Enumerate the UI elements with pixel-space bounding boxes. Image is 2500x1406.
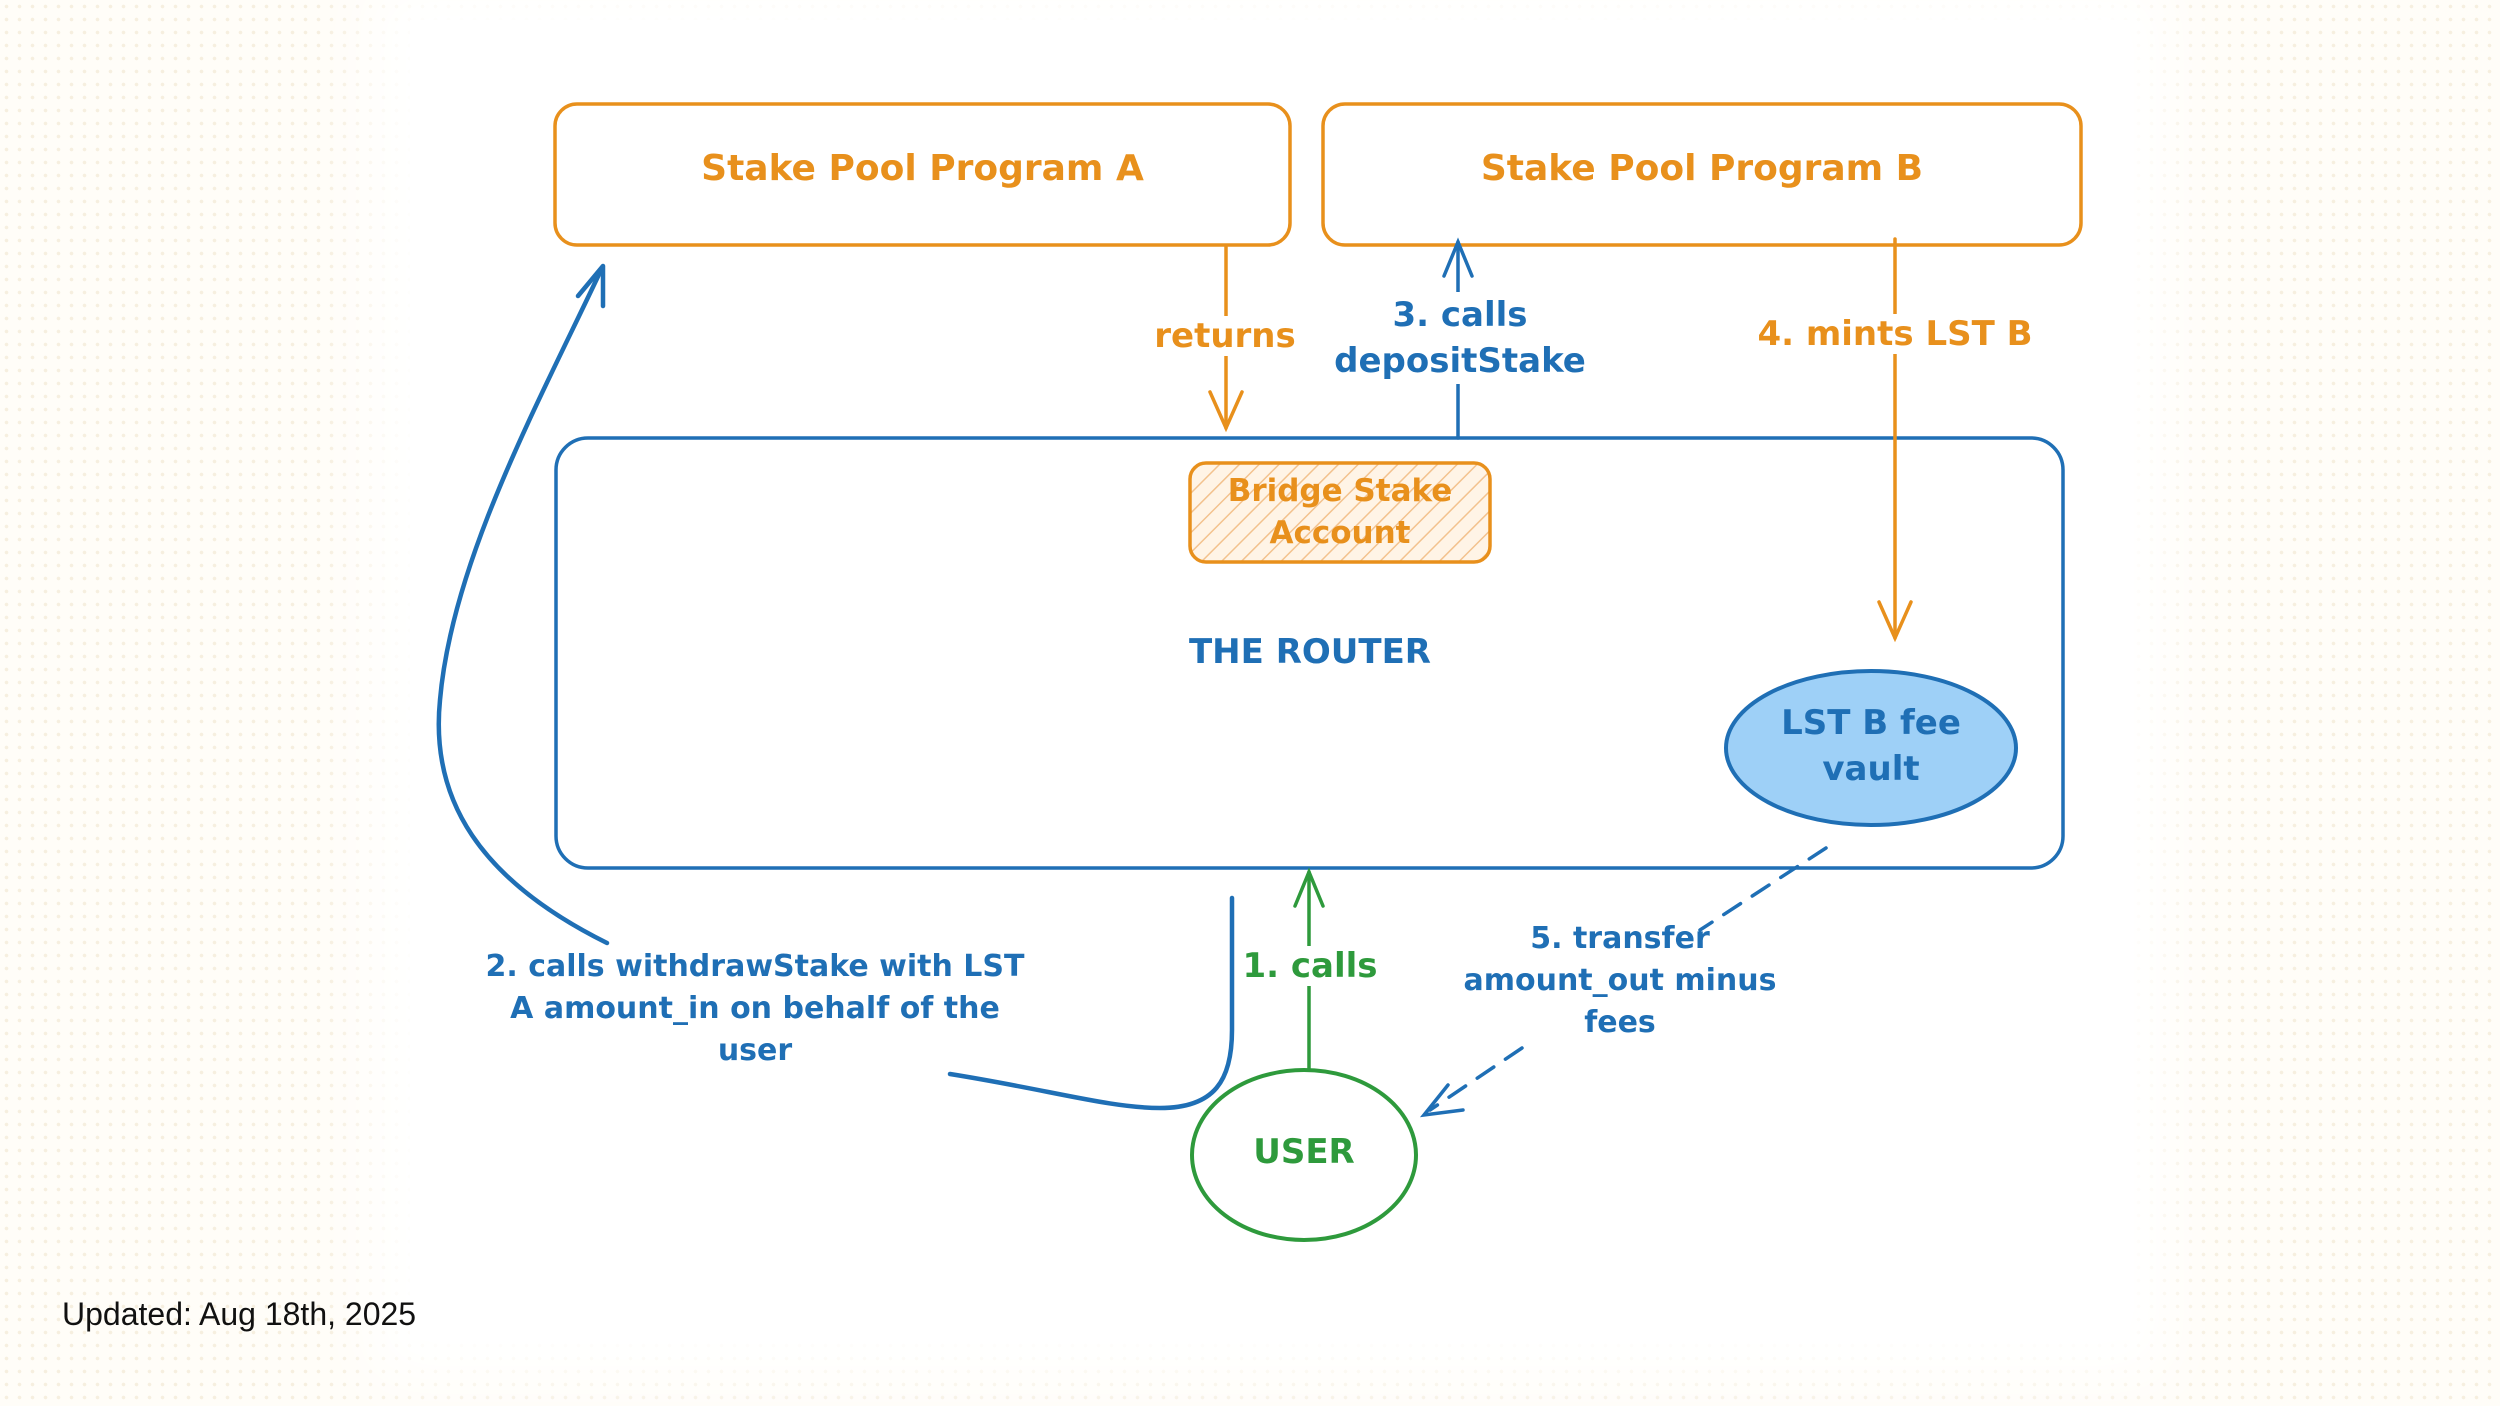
step1-calls-label: 1. calls: [1240, 946, 1380, 986]
step2-line2: A amount_in on behalf of the: [510, 991, 1000, 1026]
lst-b-fee-vault-ellipse: [1724, 669, 2018, 827]
bridge-stake-account-box: [1188, 461, 1492, 564]
bridge-label-line1: Bridge Stake: [1227, 473, 1453, 509]
step2-line3: user: [717, 1033, 793, 1068]
vault-label-line1: LST B fee: [1781, 703, 1961, 743]
router-box: [554, 436, 2065, 870]
mints-lst-b-label: 4. mints LST B: [1740, 314, 2050, 354]
user-ellipse: [1190, 1068, 1418, 1242]
mints-lst-b-arrow: [1877, 237, 1913, 643]
user-label: USER: [1253, 1132, 1355, 1172]
step2-line1: 2. calls withdrawStake with LST: [485, 949, 1025, 984]
lst-b-fee-vault-label: LST B fee vault: [1726, 700, 2016, 792]
updated-date: Updated: Aug 18th, 2025: [62, 1296, 417, 1332]
vault-label-line2: vault: [1822, 749, 1920, 789]
program-b-label: Stake Pool Program B: [1480, 148, 1924, 189]
withdraw-stake-label: 2. calls withdrawStake with LST A amount…: [470, 946, 1040, 1072]
withdraw-stake-arrow: [436, 263, 1235, 1111]
deposit-label-line2: depositStake: [1334, 341, 1586, 381]
program-a-label: Stake Pool Program A: [701, 148, 1144, 189]
program-a-box: [553, 102, 1292, 247]
step5-line3: fees: [1584, 1005, 1656, 1040]
bridge-stake-account-label: Bridge Stake Account: [1190, 470, 1490, 554]
bridge-label-line2: Account: [1269, 515, 1411, 551]
step5-line1: 5. transfer: [1530, 921, 1710, 956]
deposit-label-line1: 3. calls: [1392, 295, 1528, 335]
transfer-arrow: [1419, 846, 1828, 1118]
program-b-box: [1321, 102, 2083, 247]
transfer-label: 5. transfer amount_out minus fees: [1450, 918, 1790, 1044]
deposit-stake-label: 3. calls depositStake: [1320, 292, 1600, 384]
router-label: THE ROUTER: [1188, 632, 1431, 672]
returns-label: returns: [1130, 316, 1320, 356]
step5-line2: amount_out minus: [1463, 963, 1777, 998]
